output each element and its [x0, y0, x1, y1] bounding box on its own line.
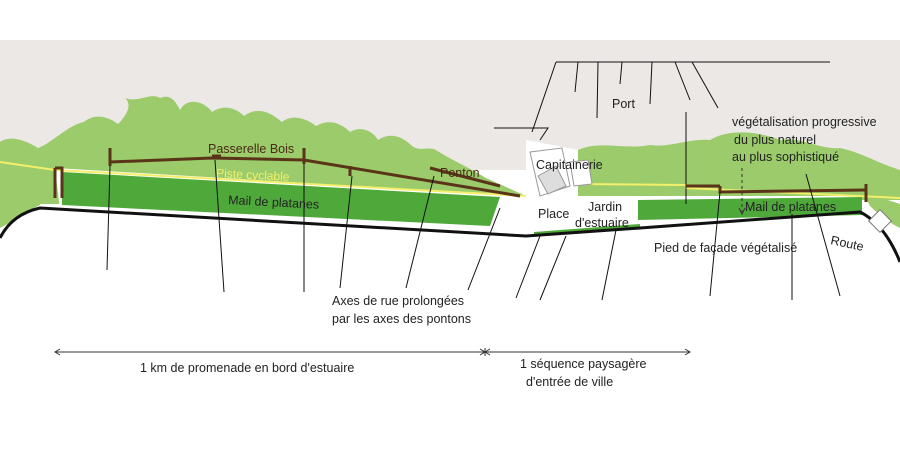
capitainerie-label: Capitainerie — [536, 158, 603, 172]
axis-line-9 — [601, 229, 617, 301]
ponton-label: Ponton — [440, 166, 480, 180]
mail-de-platanes-left-label: Mail de platanes — [228, 193, 320, 212]
jardin-label-line1: Jardin — [588, 200, 622, 214]
dim-right-label-line1: 1 séquence paysagère — [520, 357, 647, 371]
port-label: Port — [612, 97, 635, 111]
vegetation-mass-right — [578, 132, 900, 200]
place-label: Place — [538, 207, 569, 221]
road-line — [0, 206, 900, 263]
vegetalisation-label-line3: au plus sophistiqué — [732, 150, 839, 164]
axis-line-1 — [106, 165, 111, 271]
axis-line-7 — [515, 235, 541, 299]
axis-line-4 — [339, 175, 353, 289]
vegetalisation-label-line1: végétalisation progressive — [732, 115, 877, 129]
axes-label-line1: Axes de rue prolongées — [332, 294, 464, 308]
axis-line-10 — [709, 191, 721, 297]
jardin-label-line2: d'estuaire — [575, 216, 629, 230]
mail-de-platanes-left — [62, 172, 500, 226]
vegetalisation-arrow — [738, 168, 746, 216]
dimension-lines — [54, 348, 691, 356]
vegetation-mass-far-right — [862, 190, 900, 228]
dim-right-label-line2: d'entrée de ville — [526, 375, 613, 389]
axis-lines — [106, 159, 841, 301]
diamond-marker — [867, 208, 893, 234]
passerelle-structure — [53, 148, 868, 202]
axis-line-2 — [214, 159, 225, 293]
grey-kiosk — [537, 165, 567, 195]
vegetalisation-label-line2: du plus naturel — [734, 133, 816, 147]
mail-de-platanes-right — [638, 197, 862, 220]
axis-line-6 — [467, 207, 501, 291]
vegetation-mass-left-edge — [0, 155, 55, 228]
axes-label-line2: par les axes des pontons — [332, 312, 471, 326]
dim-left-label: 1 km de promenade en bord d'estuaire — [140, 361, 354, 375]
mail-de-platanes-right-label: Mail de platanes — [745, 200, 836, 214]
piste-cyclable-label: Piste cyclable — [216, 166, 290, 184]
axis-line-12 — [805, 173, 841, 297]
passerelle-label: Passerelle Bois — [208, 142, 294, 156]
axis-line-5 — [405, 175, 435, 289]
axis-line-8 — [539, 235, 567, 301]
pied-facade-label: Pied de façade végétalisé — [654, 241, 797, 255]
route-label: Route — [829, 233, 865, 254]
port-outline — [494, 61, 830, 204]
